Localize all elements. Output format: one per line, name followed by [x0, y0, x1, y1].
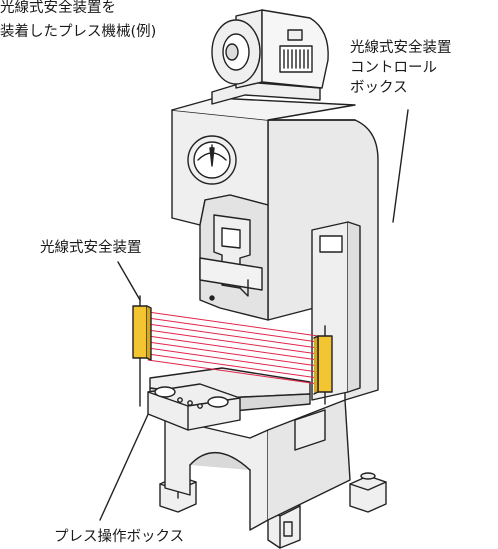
sensor-right: [313, 325, 333, 405]
caption-line-2: 装着したプレス機械(例): [0, 24, 157, 40]
light-beams: [147, 311, 319, 385]
control-box-label-line-1: 光線式安全装置: [350, 40, 452, 56]
operation-panel: [147, 383, 241, 431]
control-box-label-line-3: ボックス: [350, 80, 408, 96]
caption-line-1: 光線式安全装置を: [0, 0, 116, 16]
control-box-label-line-2: コントロール: [350, 60, 437, 76]
press-panel-leader: [99, 409, 151, 521]
figure-caption: 光線式安全装置を 装着したプレス機械(例): [0, 0, 156, 44]
light-curtain-leader: [117, 261, 141, 301]
control-box-label: 光線式安全装置 コントロール ボックス: [350, 38, 452, 98]
control-box-leader: [392, 109, 409, 223]
light-curtain-label: 光線式安全装置: [40, 240, 142, 256]
press-panel-label: プレス操作ボックス: [54, 529, 185, 545]
motor: [211, 9, 329, 105]
gauge-needle: [209, 147, 215, 167]
machine-feet: [159, 472, 387, 549]
sensor-left: [132, 295, 152, 407]
machine-lower-body: [164, 417, 269, 531]
